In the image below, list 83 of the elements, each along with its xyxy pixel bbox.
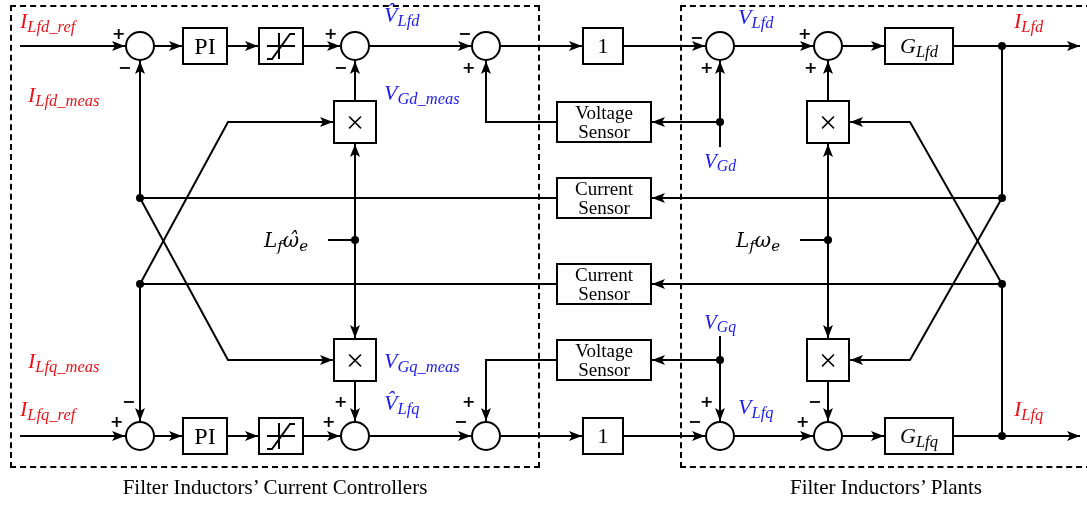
signal-arrow: [227, 431, 259, 441]
multiplier-block: ×: [806, 338, 850, 382]
sign-label: +: [110, 414, 124, 430]
signal-label: V$_{Gd}$: [697, 147, 743, 175]
multiplier-block: ×: [806, 100, 850, 144]
plant-block: G$_{Lfq}$: [884, 417, 954, 455]
signal-arrow: [799, 239, 833, 339]
sign-label: −: [458, 26, 472, 42]
signal-arrow: [327, 239, 360, 339]
signal-arrow: [19, 431, 126, 441]
sign-label: −: [690, 30, 704, 46]
signal-arrow: [481, 359, 557, 422]
signal-label: L$_{f}$ω$_{e}$: [716, 226, 800, 254]
signal-arrow: [154, 41, 183, 51]
signal-arrow: [303, 41, 341, 51]
summing-junction: [471, 31, 501, 61]
signal-arrow: [623, 41, 706, 51]
signal-arrow: [369, 431, 472, 441]
sign-label: +: [700, 394, 714, 410]
signal-arrow: [19, 41, 126, 51]
signal-arrow: [481, 60, 557, 123]
sign-label: +: [798, 26, 812, 42]
signal-arrow: [849, 45, 1003, 365]
block: PI: [182, 417, 228, 455]
signal-arrow: [849, 117, 1003, 437]
signal-arrow: [651, 335, 721, 365]
gain-block: 1: [582, 417, 624, 455]
sign-label: −: [688, 414, 702, 430]
signal-arrow: [369, 41, 472, 51]
sign-label: −: [122, 394, 136, 410]
plant-block: G$_{Lfd}$: [884, 27, 954, 65]
sensor-block: Voltage Sensor: [556, 339, 652, 381]
sign-label: −: [118, 60, 132, 76]
sign-label: +: [804, 60, 818, 76]
signal-arrow: [842, 431, 885, 441]
sign-label: +: [700, 60, 714, 76]
summing-junction: [340, 421, 370, 451]
signal-arrow: [651, 117, 721, 148]
sign-label: +: [462, 394, 476, 410]
sensor-block: Current Sensor: [556, 263, 652, 305]
summing-junction: [705, 31, 735, 61]
signal-label: V$_{Gq}$: [697, 308, 743, 336]
summing-junction: [813, 421, 843, 451]
sign-label: +: [324, 26, 338, 42]
signal-arrow: [350, 381, 360, 422]
summing-junction: [705, 421, 735, 451]
saturation-block: [258, 417, 304, 455]
sign-label: +: [322, 414, 336, 430]
signal-arrow: [734, 431, 814, 441]
summing-junction: [340, 31, 370, 61]
sign-label: +: [334, 394, 348, 410]
block: PI: [182, 27, 228, 65]
summing-junction: [125, 421, 155, 451]
signal-arrow: [500, 431, 583, 441]
edge-label: V$_{Gd_meas}$: [384, 82, 460, 104]
group-title: Filter Inductors’ Current Controllers: [122, 474, 428, 501]
sign-label: −: [808, 394, 822, 410]
signal-arrow: [823, 381, 833, 422]
signal-arrow: [734, 41, 814, 51]
sensor-block: Current Sensor: [556, 177, 652, 219]
signal-arrow: [350, 60, 360, 101]
summing-junction: [813, 31, 843, 61]
group-title: Filter Inductors’ Plants: [789, 474, 983, 501]
sign-label: +: [462, 60, 476, 76]
sensor-block: Voltage Sensor: [556, 101, 652, 143]
multiplier-block: ×: [333, 100, 377, 144]
signal-arrow: [623, 431, 706, 441]
sign-label: +: [796, 414, 810, 430]
signal-arrow: [227, 41, 259, 51]
sign-label: −: [334, 60, 348, 76]
sign-label: −: [454, 414, 468, 430]
signal-arrow: [500, 41, 583, 51]
multiplier-block: ×: [333, 338, 377, 382]
summing-junction: [125, 31, 155, 61]
signal-arrow: [154, 431, 183, 441]
summing-junction: [471, 421, 501, 451]
signal-arrow: [842, 41, 885, 51]
signal-arrow: [823, 60, 833, 101]
gain-block: 1: [582, 27, 624, 65]
signal-arrow: [303, 431, 341, 441]
saturation-block: [258, 27, 304, 65]
sign-label: +: [112, 26, 126, 42]
signal-label: L$_{f}$ω̂$_{e}$: [244, 226, 328, 254]
